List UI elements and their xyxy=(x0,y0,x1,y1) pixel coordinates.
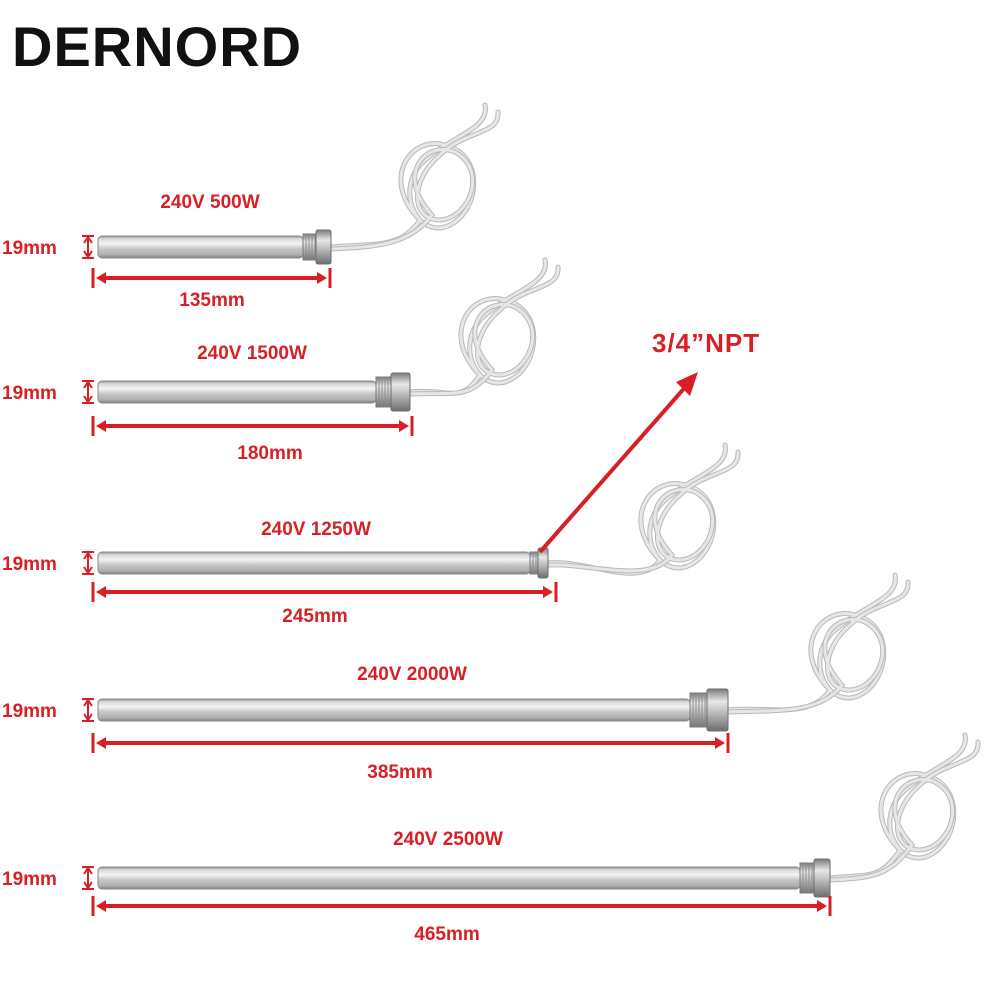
length-label: 385mm xyxy=(367,762,433,783)
thread-fitting xyxy=(799,858,831,898)
brand-logo: DERNORD xyxy=(12,15,302,78)
length-dimension: 180mm xyxy=(91,416,414,464)
length-dimension: 465mm xyxy=(91,896,832,945)
length-label: 180mm xyxy=(237,443,303,464)
heater-item: 19mm 385mm 240V 2000W xyxy=(2,572,911,783)
thread-callout-arrowhead xyxy=(676,372,698,396)
diameter-label: 19mm xyxy=(2,554,57,575)
length-dimension: 245mm xyxy=(91,582,558,627)
length-label: 245mm xyxy=(282,606,348,627)
diameter-marker: 19mm xyxy=(2,380,94,404)
heater-item: 19mm 245mm 240V 1250W xyxy=(2,442,741,627)
diameter-label: 19mm xyxy=(2,869,57,890)
diameter-label: 19mm xyxy=(2,383,57,404)
wire-coil xyxy=(328,102,501,252)
thread-fitting xyxy=(375,372,411,412)
thread-callout-arrow xyxy=(538,382,690,554)
length-label: 135mm xyxy=(179,290,245,311)
length-label: 465mm xyxy=(414,924,480,945)
thread-label: 3/4”NPT xyxy=(652,328,760,358)
diameter-label: 19mm xyxy=(2,238,57,259)
power-label: 240V 2500W xyxy=(393,829,503,850)
heater-tube xyxy=(97,235,304,259)
thread-fitting xyxy=(689,688,729,732)
length-dimension: 385mm xyxy=(91,733,730,783)
diameter-marker: 19mm xyxy=(2,698,94,722)
power-label: 240V 1250W xyxy=(261,519,371,540)
diameter-marker: 19mm xyxy=(2,866,94,890)
diameter-marker: 19mm xyxy=(2,235,94,259)
heater-item: 19mm 465mm 240V 2500W xyxy=(2,732,981,945)
heater-item: 19mm 180mm 240V 1500W xyxy=(2,257,561,464)
heater-tube xyxy=(97,866,801,890)
diameter-label: 19mm xyxy=(2,701,57,722)
wire-coil xyxy=(545,442,741,576)
power-label: 240V 500W xyxy=(160,192,259,213)
wire-coil xyxy=(725,572,911,715)
length-dimension: 135mm xyxy=(91,268,332,311)
thread-callout: 3/4”NPT xyxy=(538,328,760,554)
heater-tube xyxy=(97,551,531,575)
power-label: 240V 1500W xyxy=(197,343,307,364)
thread-fitting xyxy=(529,547,549,579)
wire-coil xyxy=(407,257,561,397)
power-label: 240V 2000W xyxy=(357,664,467,685)
thread-fitting xyxy=(302,229,332,265)
diameter-marker: 19mm xyxy=(2,551,94,575)
heater-item: 19mm 135mm 240V 500W xyxy=(2,102,501,311)
heater-tube xyxy=(97,698,691,722)
heater-tube xyxy=(97,380,377,404)
wire-coil xyxy=(827,732,981,883)
